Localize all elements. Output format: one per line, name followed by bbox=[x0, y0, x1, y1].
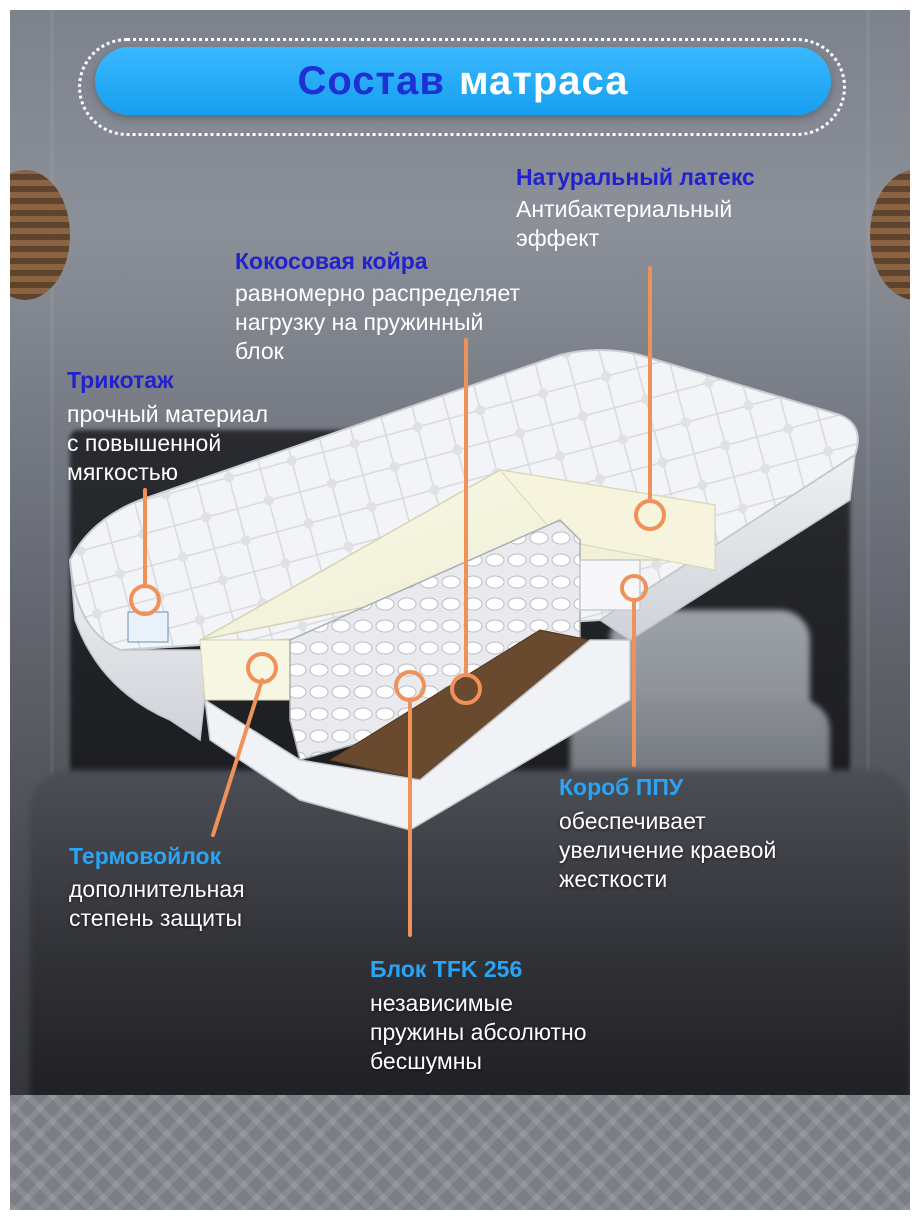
latex-layer bbox=[498, 469, 716, 571]
label-coir: Кокосовая койра равномерно распределяет … bbox=[235, 247, 520, 366]
label-felt-line2: степень защиты bbox=[69, 905, 243, 931]
label-coir-line2: нагрузку на пружинный bbox=[235, 309, 484, 335]
title-banner: Состав матраса bbox=[95, 47, 831, 115]
label-block-line2: пружины абсолютно bbox=[370, 1019, 587, 1045]
bedspread bbox=[30, 770, 910, 1100]
label-block-heading: Блок TFK 256 bbox=[370, 956, 523, 982]
label-coir-line3: блок bbox=[235, 338, 284, 364]
label-knit-line1: прочный материал bbox=[67, 401, 269, 427]
label-felt-line1: дополнительная bbox=[69, 876, 245, 902]
label-latex-line2: эффект bbox=[516, 225, 600, 251]
knit-side-panel bbox=[199, 639, 291, 701]
label-latex-line1: Антибактериальный bbox=[516, 196, 733, 222]
label-knit-line2: с повышенной bbox=[67, 430, 222, 456]
title-dotted-outline bbox=[78, 38, 846, 136]
label-knit-line3: мягкостью bbox=[67, 459, 179, 485]
brand-tag bbox=[127, 611, 169, 643]
rug bbox=[10, 1095, 910, 1210]
title-word-2: матраса bbox=[458, 58, 629, 103]
mattress-front-side bbox=[69, 559, 211, 742]
wall-molding bbox=[866, 10, 870, 1110]
label-coir-line1: равномерно распределяет bbox=[235, 280, 521, 306]
title-word-1: Состав bbox=[297, 58, 445, 103]
label-coir-heading: Кокосовая койра bbox=[235, 248, 428, 274]
label-block-line1: независимые bbox=[370, 990, 513, 1016]
label-knit-heading: Трикотаж bbox=[67, 367, 174, 393]
ppu-box-block bbox=[579, 559, 641, 611]
label-box: Короб ППУ обеспечивает увеличение краево… bbox=[559, 773, 776, 894]
label-box-line3: жесткости bbox=[559, 866, 668, 892]
label-felt: Термовойлок дополнительная степень защит… bbox=[69, 842, 245, 933]
label-box-line2: увеличение краевой bbox=[559, 837, 777, 863]
label-felt-heading: Термовойлок bbox=[69, 843, 222, 869]
label-box-line1: обеспечивает bbox=[559, 808, 706, 834]
label-latex: Натуральный латекс Антибактериальный эфф… bbox=[516, 163, 755, 253]
wall-molding bbox=[50, 10, 54, 1110]
label-latex-heading: Натуральный латекс bbox=[516, 164, 755, 190]
label-block: Блок TFK 256 независимые пружины абсолют… bbox=[370, 955, 587, 1076]
label-block-line3: бесшумны bbox=[370, 1048, 482, 1074]
label-box-heading: Короб ППУ bbox=[559, 774, 684, 800]
label-knit: Трикотаж прочный материал с повышенной м… bbox=[67, 366, 268, 487]
